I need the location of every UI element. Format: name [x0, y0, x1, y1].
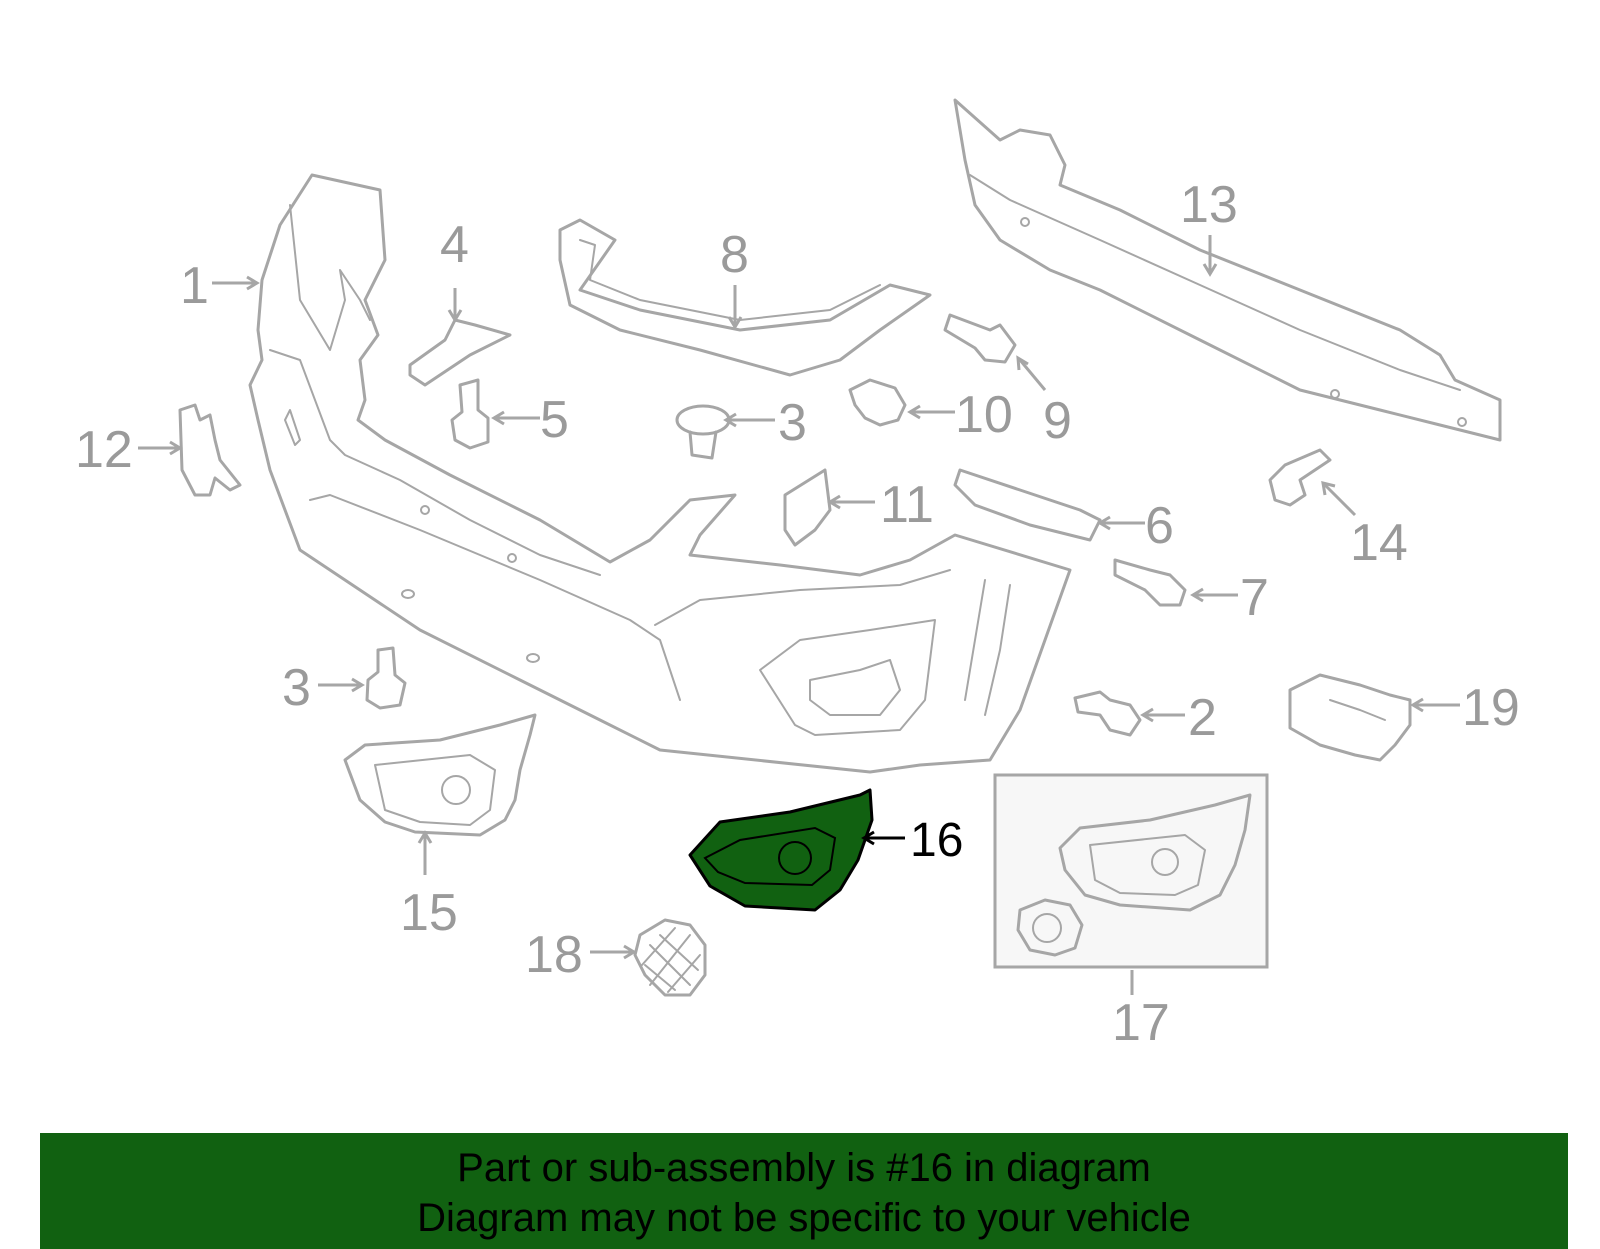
- callout-5: 5: [540, 391, 569, 449]
- part-9-bolt[interactable]: [943, 313, 1017, 364]
- part-15-fog-bezel[interactable]: [343, 713, 537, 837]
- banner-line-disclaimer: Diagram may not be specific to your vehi…: [417, 1196, 1191, 1240]
- part-7-bolt[interactable]: [1113, 558, 1187, 607]
- callout-12: 12: [75, 421, 133, 479]
- callout-3-lower: 3: [282, 659, 311, 717]
- callout-3-top: 3: [778, 394, 807, 452]
- callout-4: 4: [440, 216, 469, 274]
- callout-9: 9: [1043, 392, 1072, 450]
- parts-diagram: 1 4 5 12 8 3 10 9 11 13 14 6 7 3 2 19 15…: [75, 98, 1520, 1052]
- banner-line-part: Part or sub-assembly is #16 in diagram: [457, 1146, 1151, 1190]
- part-1-bumper-cover[interactable]: [248, 173, 1072, 774]
- callout-18: 18: [525, 926, 583, 984]
- part-11-bracket[interactable]: [783, 468, 832, 547]
- part-18-grille[interactable]: [633, 918, 707, 997]
- info-banner: Part or sub-assembly is #16 in diagram D…: [40, 1133, 1568, 1249]
- part-8-retainer[interactable]: [558, 218, 932, 377]
- part-19-sensor[interactable]: [1288, 673, 1412, 762]
- part-16-highlighted[interactable]: [688, 788, 874, 912]
- part-3-clip-top[interactable]: [675, 404, 731, 460]
- part-4-bracket[interactable]: [408, 318, 512, 387]
- callout-10: 10: [955, 386, 1013, 444]
- part-2-fastener[interactable]: [1073, 690, 1142, 737]
- part-3-bolt-lower[interactable]: [365, 646, 407, 710]
- callout-8: 8: [720, 226, 749, 284]
- part-13-reinforcement[interactable]: [953, 98, 1502, 442]
- callout-13: 13: [1180, 176, 1238, 234]
- callout-11: 11: [880, 476, 934, 534]
- part-17-kit-box[interactable]: [993, 773, 1269, 995]
- callout-16: 16: [910, 814, 963, 867]
- callout-19: 19: [1462, 679, 1520, 737]
- leader-arrows: [138, 235, 1460, 960]
- callout-1: 1: [180, 257, 209, 315]
- callout-2: 2: [1188, 689, 1217, 747]
- part-14-bolt[interactable]: [1268, 448, 1332, 507]
- part-6-bracket[interactable]: [953, 468, 1102, 542]
- part-12-bracket[interactable]: [178, 403, 242, 497]
- callout-17: 17: [1112, 994, 1170, 1052]
- part-5-bolt[interactable]: [450, 378, 490, 450]
- callout-6: 6: [1145, 497, 1174, 555]
- callout-15: 15: [400, 884, 458, 942]
- callout-14: 14: [1350, 514, 1408, 572]
- part-10-clip[interactable]: [848, 378, 907, 427]
- callout-7: 7: [1240, 569, 1269, 627]
